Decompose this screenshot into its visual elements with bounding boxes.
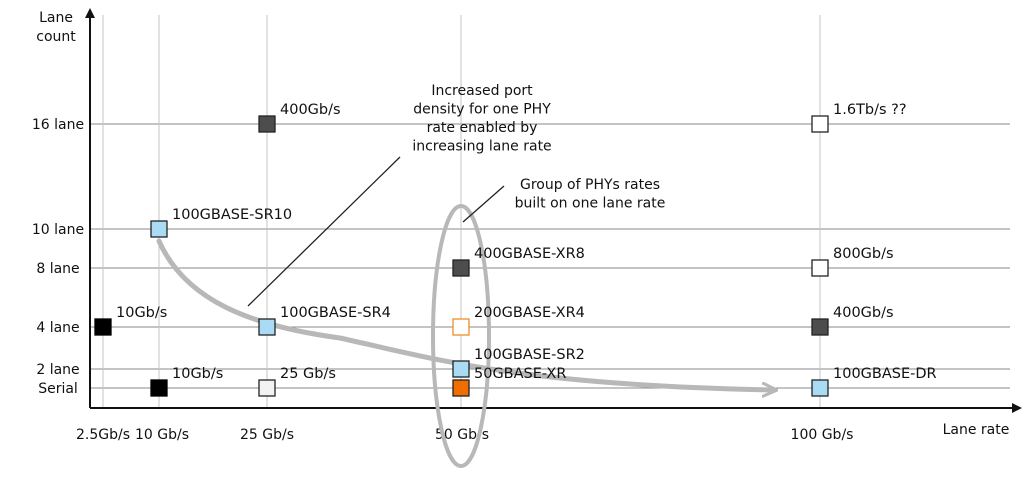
- data-point-50gbase-xr: [452, 379, 470, 397]
- y-tick-label: 16 lane: [32, 117, 84, 133]
- y-tick-label: 4 lane: [36, 320, 79, 336]
- point-label: 400Gb/s: [280, 102, 341, 118]
- y-tick-label: 10 lane: [32, 222, 84, 238]
- data-point-400gbase-xr8: [452, 259, 470, 277]
- point-label: 800Gb/s: [833, 246, 894, 262]
- data-point-800gb-s: [811, 259, 829, 277]
- y-tick-label: 8 lane: [36, 261, 79, 277]
- x-tick-label: 100 Gb/s: [791, 427, 854, 443]
- data-point-100gbase-sr2: [452, 360, 470, 378]
- point-label: 50GBASE-XR: [474, 366, 566, 382]
- x-tick-label: 50 Gb/s: [435, 427, 489, 443]
- data-point-1-6tb-s-: [811, 115, 829, 133]
- data-point-100gbase-sr10: [150, 220, 168, 238]
- grid-layer: [90, 15, 1010, 408]
- data-point-100gbase-sr4: [258, 318, 276, 336]
- callout-line-port-density: [247, 156, 401, 307]
- point-label: 10Gb/s: [116, 305, 167, 321]
- y-tick-label: 2 lane: [36, 362, 79, 378]
- point-label: 200GBASE-XR4: [474, 305, 585, 321]
- overlay-layer: [156, 156, 775, 468]
- point-label: 400Gb/s: [833, 305, 894, 321]
- point-layer: [94, 115, 829, 397]
- point-label: 100GBASE-SR10: [172, 207, 292, 223]
- data-point-100gbase-dr: [811, 379, 829, 397]
- callout-line-phy-group: [462, 185, 505, 223]
- point-label: 25 Gb/s: [280, 366, 336, 382]
- x-tick-label: 2.5Gb/s: [76, 427, 130, 443]
- point-label: 100GBASE-SR4: [280, 305, 391, 321]
- x-tick-label: 25 Gb/s: [240, 427, 294, 443]
- data-point-200gbase-xr4: [452, 318, 470, 336]
- phy-group-ellipse: [431, 204, 491, 468]
- lane-rate-curve-arrow: [156, 238, 775, 390]
- data-point-400gb-s: [258, 115, 276, 133]
- point-label: 100GBASE-DR: [833, 366, 937, 382]
- data-point-10gb-s: [94, 318, 112, 336]
- data-point-25-gb-s: [258, 379, 276, 397]
- data-point-10gb-s: [150, 379, 168, 397]
- point-label: 400GBASE-XR8: [474, 246, 585, 262]
- point-label: 10Gb/s: [172, 366, 223, 382]
- y-tick-label: Serial: [38, 381, 78, 397]
- x-axis-title: Lane rate: [943, 422, 1010, 438]
- point-label: 100GBASE-SR2: [474, 347, 585, 363]
- data-point-400gb-s: [811, 318, 829, 336]
- x-tick-label: 10 Gb/s: [135, 427, 189, 443]
- axis-layer: Serial 2 lane 4 lane 8 lane 10 lane 16 lane 2.…: [32, 8, 1022, 443]
- point-label: 1.6Tb/s ??: [833, 102, 907, 118]
